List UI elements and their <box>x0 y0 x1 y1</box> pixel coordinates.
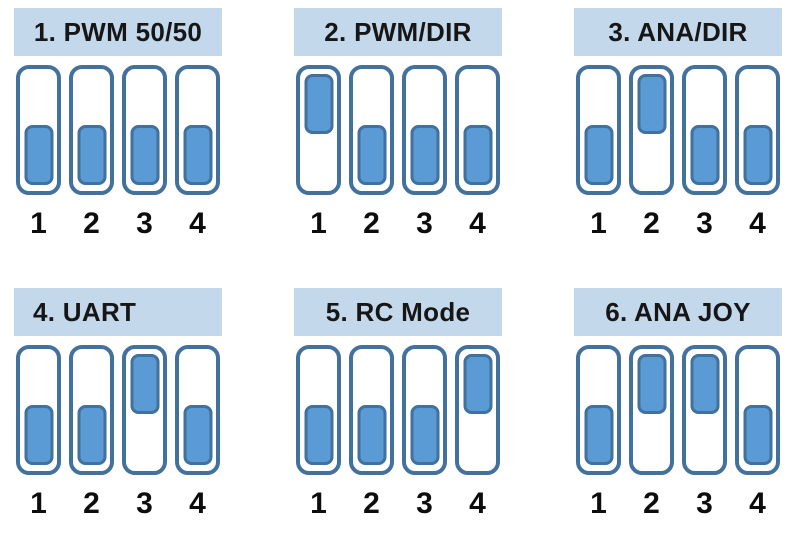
dip-switch-2 <box>69 65 114 195</box>
switch-number-row: 1 2 3 4 <box>16 206 222 242</box>
switch-handle <box>357 405 386 465</box>
switch-number-row: 1 2 3 4 <box>576 206 782 242</box>
switch-row <box>296 65 502 195</box>
switch-handle <box>637 354 666 414</box>
switch-number-label: 3 <box>136 207 153 240</box>
switch-row <box>296 345 502 475</box>
dip-switch-3 <box>122 345 167 475</box>
dip-switch-4 <box>455 345 500 475</box>
dip-switch-4 <box>735 65 780 195</box>
panel-rc-mode: 5. RC Mode 1 2 3 4 <box>294 288 502 522</box>
dip-switch-3 <box>122 65 167 195</box>
panel-pwm-50-50: 1. PWM 50/50 1 2 3 4 <box>14 8 222 242</box>
switch-handle <box>304 74 333 134</box>
panel-title: 1. PWM 50/50 <box>14 8 222 56</box>
switch-row <box>16 65 222 195</box>
switch-handle <box>584 405 613 465</box>
switch-number-row: 1 2 3 4 <box>576 486 782 522</box>
switch-handle <box>130 354 159 414</box>
dip-switch-2 <box>349 65 394 195</box>
dip-switch-1 <box>296 65 341 195</box>
dip-switch-3 <box>682 65 727 195</box>
switch-number-label: 1 <box>310 487 327 520</box>
switch-handle <box>77 125 106 185</box>
switch-number-label: 1 <box>590 487 607 520</box>
switch-number-label: 2 <box>363 487 380 520</box>
switch-number-label: 4 <box>189 487 206 520</box>
dip-switch-4 <box>455 65 500 195</box>
switch-handle <box>77 405 106 465</box>
dip-switch-1 <box>296 345 341 475</box>
switch-number-label: 3 <box>696 487 713 520</box>
switch-number-label: 3 <box>416 487 433 520</box>
switch-number-row: 1 2 3 4 <box>16 486 222 522</box>
switch-handle <box>690 125 719 185</box>
switch-handle <box>183 125 212 185</box>
switch-number-label: 1 <box>30 207 47 240</box>
switch-row <box>576 65 782 195</box>
switch-number-label: 3 <box>416 207 433 240</box>
switch-handle <box>743 405 772 465</box>
switch-number-label: 3 <box>696 207 713 240</box>
switch-number-row: 1 2 3 4 <box>296 206 502 242</box>
dip-switch-1 <box>16 345 61 475</box>
switch-handle <box>24 125 53 185</box>
panel-title: 5. RC Mode <box>294 288 502 336</box>
switch-handle <box>463 354 492 414</box>
dip-switch-2 <box>629 65 674 195</box>
dip-switch-1 <box>576 65 621 195</box>
panel-uart: 4. UART 1 2 3 4 <box>14 288 222 522</box>
switch-number-label: 4 <box>189 207 206 240</box>
dip-switch-1 <box>576 345 621 475</box>
panel-ana-dir: 3. ANA/DIR 1 2 3 4 <box>574 8 782 242</box>
dip-switch-3 <box>402 65 447 195</box>
switch-handle <box>410 405 439 465</box>
switch-handle <box>410 125 439 185</box>
dip-switch-4 <box>175 65 220 195</box>
switch-number-label: 3 <box>136 487 153 520</box>
switch-handle <box>304 405 333 465</box>
switch-number-label: 2 <box>83 207 100 240</box>
dip-switch-2 <box>629 345 674 475</box>
panel-title: 6. ANA JOY <box>574 288 782 336</box>
dip-switch-3 <box>682 345 727 475</box>
switch-handle <box>130 125 159 185</box>
switch-number-label: 4 <box>749 487 766 520</box>
dip-switch-2 <box>349 345 394 475</box>
switch-handle <box>463 125 492 185</box>
switch-number-label: 4 <box>469 207 486 240</box>
switch-number-label: 2 <box>83 487 100 520</box>
panel-title: 3. ANA/DIR <box>574 8 782 56</box>
panel-pwm-dir: 2. PWM/DIR 1 2 3 4 <box>294 8 502 242</box>
switch-number-label: 2 <box>643 487 660 520</box>
switch-number-row: 1 2 3 4 <box>296 486 502 522</box>
switch-row <box>16 345 222 475</box>
switch-row <box>576 345 782 475</box>
switch-number-label: 4 <box>749 207 766 240</box>
switch-handle <box>584 125 613 185</box>
switch-number-label: 4 <box>469 487 486 520</box>
switch-handle <box>743 125 772 185</box>
switch-number-label: 2 <box>643 207 660 240</box>
switch-handle <box>637 74 666 134</box>
switch-handle <box>24 405 53 465</box>
dip-switch-4 <box>735 345 780 475</box>
switch-handle <box>690 354 719 414</box>
panel-ana-joy: 6. ANA JOY 1 2 3 4 <box>574 288 782 522</box>
dip-switch-4 <box>175 345 220 475</box>
switch-number-label: 2 <box>363 207 380 240</box>
switch-number-label: 1 <box>30 487 47 520</box>
panel-title: 2. PWM/DIR <box>294 8 502 56</box>
dip-switch-1 <box>16 65 61 195</box>
switch-handle <box>357 125 386 185</box>
dip-switch-2 <box>69 345 114 475</box>
dip-switch-3 <box>402 345 447 475</box>
switch-number-label: 1 <box>310 207 327 240</box>
panel-title: 4. UART <box>14 288 222 336</box>
switch-handle <box>183 405 212 465</box>
switch-number-label: 1 <box>590 207 607 240</box>
